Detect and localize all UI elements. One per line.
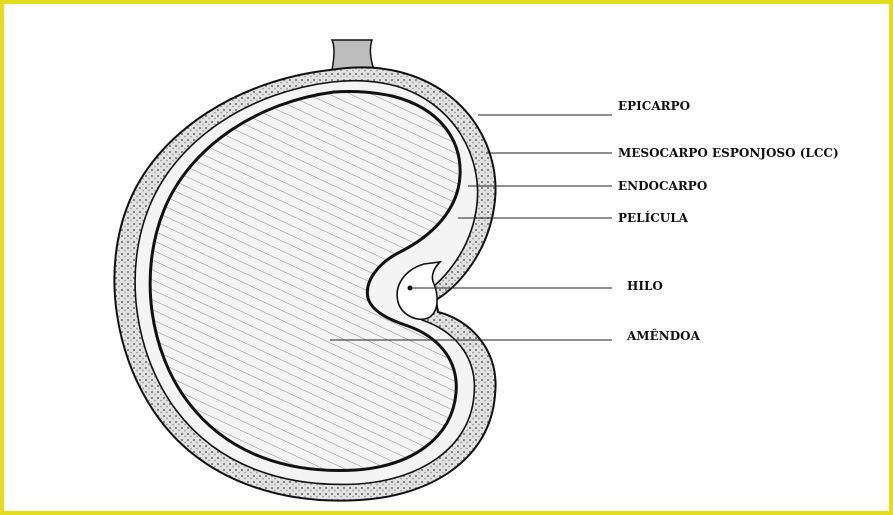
hilum-dot — [408, 286, 413, 291]
label-endocarpo: ENDOCARPO — [618, 179, 707, 193]
label-mesocarpo: MESOCARPO ESPONJOSO (LCC) — [618, 146, 839, 160]
label-epicarpo: EPICARPO — [618, 99, 690, 113]
label-amendoa: AMÊNDOA — [626, 328, 701, 343]
label-pelicula: PELÍCULA — [618, 210, 689, 225]
stalk — [332, 40, 374, 70]
label-hilo: HILO — [627, 279, 663, 293]
